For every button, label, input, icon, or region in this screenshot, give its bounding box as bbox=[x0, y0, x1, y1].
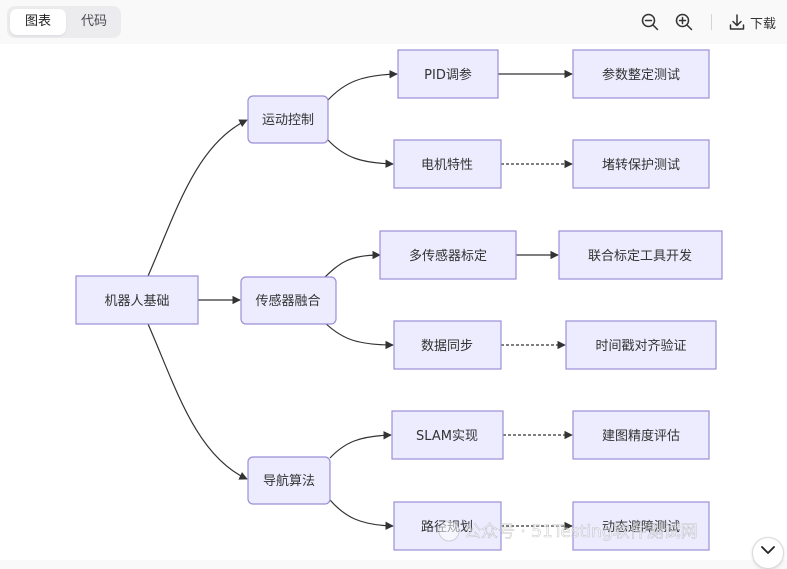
tab-code[interactable]: 代码 bbox=[80, 14, 107, 29]
node-param-tuning-test[interactable]: 参数整定测试 bbox=[572, 49, 710, 99]
node-robot-basics[interactable]: 机器人基础 bbox=[75, 275, 199, 325]
node-multi-sensor-calibration[interactable]: 多传感器标定 bbox=[379, 230, 517, 280]
flowchart: 机器人基础 运动控制 传感器融合 导航算法 PID调参 电机特性 多传感器标定 bbox=[75, 49, 723, 551]
node-pid-tuning-label: PID调参 bbox=[424, 67, 472, 83]
node-dynamic-avoidance-label: 动态避障测试 bbox=[602, 520, 680, 535]
zoom-in-icon bbox=[675, 13, 693, 31]
toolbar: 图表 代码 下载 bbox=[0, 0, 787, 44]
node-pid-tuning[interactable]: PID调参 bbox=[397, 49, 499, 99]
node-slam[interactable]: SLAM实现 bbox=[391, 410, 504, 460]
node-timestamp-alignment-label: 时间戳对齐验证 bbox=[595, 338, 686, 354]
zoom-out-icon bbox=[641, 13, 659, 31]
node-robot-basics-label: 机器人基础 bbox=[104, 294, 169, 309]
download-icon bbox=[729, 14, 745, 30]
expand-button[interactable] bbox=[752, 537, 784, 569]
node-sensor-fusion-label: 传感器融合 bbox=[255, 293, 320, 309]
edge-root-nav bbox=[147, 323, 248, 480]
diagram-canvas: 机器人基础 运动控制 传感器融合 导航算法 PID调参 电机特性 多传感器标定 bbox=[0, 44, 787, 560]
download-button[interactable]: 下载 bbox=[728, 10, 776, 34]
watermark: 公众号 · 51Testing软件测试网 bbox=[438, 520, 698, 542]
node-motor-characteristics[interactable]: 电机特性 bbox=[393, 139, 502, 189]
node-param-tuning-test-label: 参数整定测试 bbox=[602, 67, 680, 83]
chevron-down-icon bbox=[761, 546, 775, 554]
node-stall-protection-test-label: 堵转保护测试 bbox=[602, 158, 680, 173]
node-mapping-accuracy-label: 建图精度评估 bbox=[602, 428, 680, 444]
view-tabs: 图表 代码 bbox=[7, 6, 121, 38]
node-sensor-fusion[interactable]: 传感器融合 bbox=[240, 276, 337, 325]
node-data-sync-label: 数据同步 bbox=[421, 339, 473, 354]
node-multi-sensor-calibration-label: 多传感器标定 bbox=[409, 248, 487, 264]
toolbar-divider bbox=[711, 14, 712, 30]
node-motor-characteristics-label: 电机特性 bbox=[421, 158, 473, 173]
edge-nav-path bbox=[329, 499, 394, 530]
edge-nav-slam bbox=[329, 431, 392, 459]
node-stall-protection-test[interactable]: 堵转保护测试 bbox=[572, 139, 710, 189]
watermark-text: 公众号 · 51Testing软件测试网 bbox=[464, 522, 698, 542]
node-motion-control[interactable]: 运动控制 bbox=[247, 95, 329, 144]
node-dynamic-avoidance[interactable]: 动态避障测试 bbox=[572, 501, 710, 551]
node-path-planning[interactable]: 路径规划 bbox=[393, 501, 502, 551]
edge-sensor-multi bbox=[321, 250, 381, 281]
node-slam-label: SLAM实现 bbox=[416, 429, 478, 444]
download-label: 下载 bbox=[750, 16, 777, 32]
edge-motion-motor bbox=[327, 139, 394, 168]
zoom-out-button[interactable] bbox=[640, 10, 660, 34]
wechat-icon bbox=[438, 520, 460, 542]
edge-root-motion bbox=[147, 119, 248, 277]
node-mapping-accuracy[interactable]: 建图精度评估 bbox=[572, 410, 710, 460]
node-timestamp-alignment[interactable]: 时间戳对齐验证 bbox=[565, 320, 717, 370]
node-joint-calibration-tool[interactable]: 联合标定工具开发 bbox=[558, 230, 723, 280]
zoom-in-button[interactable] bbox=[674, 10, 694, 34]
edge-motion-pid bbox=[327, 70, 398, 101]
node-joint-calibration-tool-label: 联合标定工具开发 bbox=[588, 248, 692, 264]
tab-chart[interactable]: 图表 bbox=[10, 9, 66, 35]
node-motion-control-label: 运动控制 bbox=[262, 113, 314, 128]
node-navigation[interactable]: 导航算法 bbox=[247, 456, 331, 505]
node-navigation-label: 导航算法 bbox=[263, 473, 315, 489]
node-data-sync[interactable]: 数据同步 bbox=[393, 320, 502, 370]
edge-sensor-sync bbox=[321, 319, 394, 350]
